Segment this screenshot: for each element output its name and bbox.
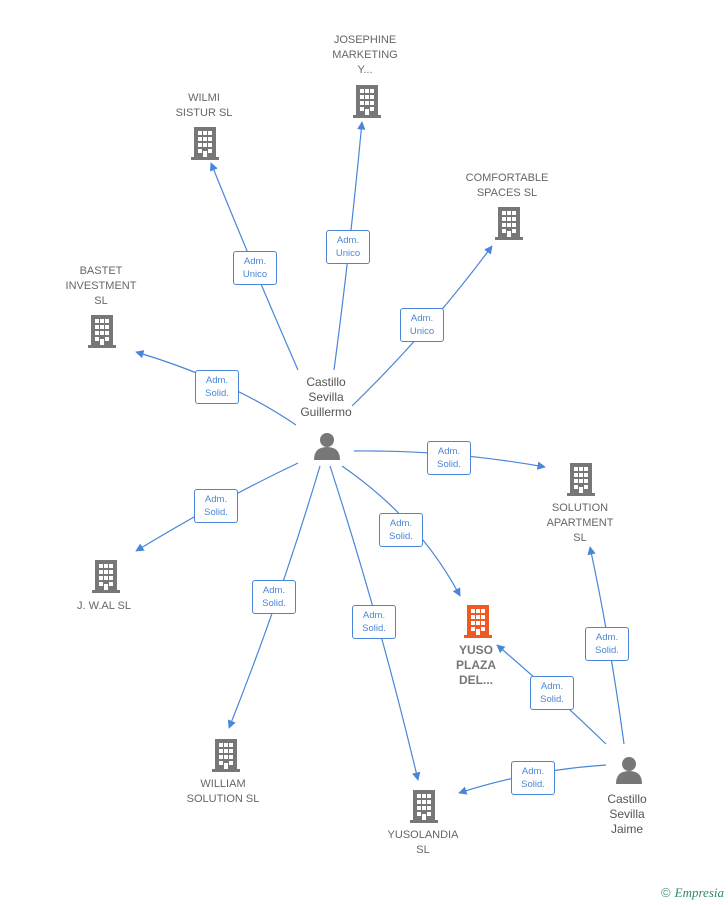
node-label-comfortable[interactable]: COMFORTABLE SPACES SL	[465, 172, 549, 199]
building-icon[interactable]	[92, 560, 120, 593]
building-icon[interactable]	[495, 207, 523, 240]
building-icon[interactable]	[353, 85, 381, 118]
building-icon[interactable]	[464, 605, 492, 638]
edge-label[interactable]: Adm. Solid.	[427, 441, 471, 475]
person-icon[interactable]	[616, 757, 642, 784]
node-label-yuso[interactable]: YUSO PLAZA DEL...	[456, 643, 496, 687]
building-icon[interactable]	[567, 463, 595, 496]
edge-label[interactable]: Adm. Unico	[326, 230, 370, 264]
brand-name: Empresia	[674, 885, 724, 900]
node-label-solution-apartment[interactable]: SOLUTION APARTMENT SL	[546, 502, 614, 544]
person-icon[interactable]	[314, 433, 340, 460]
node-label-william[interactable]: WILLIAM SOLUTION SL	[186, 778, 260, 805]
edge-label[interactable]: Adm. Solid.	[530, 676, 574, 710]
edge-label[interactable]: Adm. Unico	[233, 251, 277, 285]
node-label-guillermo[interactable]: Castillo Sevilla Guillermo	[300, 375, 352, 419]
building-icon[interactable]	[410, 790, 438, 823]
node-label-bastet[interactable]: BASTET INVESTMENT SL	[65, 265, 137, 307]
edge-label[interactable]: Adm. Solid.	[585, 627, 629, 661]
building-icon[interactable]	[212, 739, 240, 772]
node-label-jaime[interactable]: Castillo Sevilla Jaime	[607, 792, 647, 836]
building-icon[interactable]	[191, 127, 219, 160]
edge-label[interactable]: Adm. Solid.	[195, 370, 239, 404]
edge-label[interactable]: Adm. Solid.	[252, 580, 296, 614]
edge-label[interactable]: Adm. Solid.	[352, 605, 396, 639]
edge-label[interactable]: Adm. Solid.	[379, 513, 423, 547]
node-label-josephine[interactable]: JOSEPHINE MARKETING Y...	[332, 34, 398, 76]
footer-brand[interactable]: ©Empresia	[661, 885, 724, 901]
edge-label[interactable]: Adm. Unico	[400, 308, 444, 342]
building-icon[interactable]	[88, 315, 116, 348]
node-label-yusolandia[interactable]: YUSOLANDIA SL	[387, 829, 459, 856]
node-label-jwal[interactable]: J. W.AL SL	[76, 600, 132, 612]
copyright-symbol: ©	[661, 885, 671, 900]
node-label-wilmi[interactable]: WILMI SISTUR SL	[175, 92, 233, 119]
edge-label[interactable]: Adm. Solid.	[511, 761, 555, 795]
edge-label[interactable]: Adm. Solid.	[194, 489, 238, 523]
nodes	[88, 85, 642, 823]
